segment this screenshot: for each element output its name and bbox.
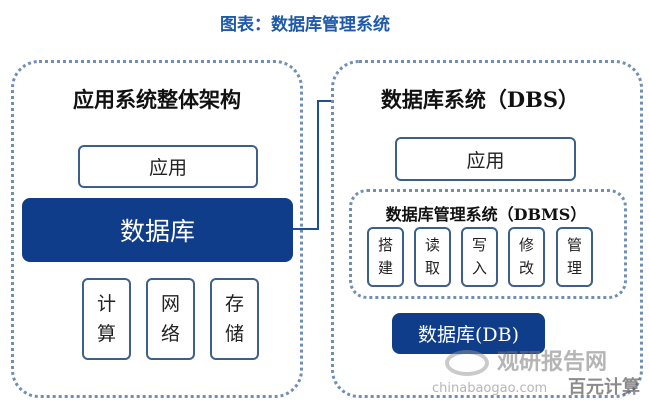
left-app-box: 应用: [78, 145, 258, 188]
dbms-panel: [349, 189, 627, 299]
char: 建: [377, 259, 393, 277]
char: 读: [424, 236, 440, 254]
char: 写: [471, 236, 487, 254]
database-box: 数据库: [22, 198, 293, 262]
db-label: 数据库(DB): [417, 324, 520, 346]
function-modify: 修改: [508, 227, 545, 287]
char: 存: [224, 293, 244, 315]
watermark-extra: 百元计算: [568, 377, 640, 398]
left-app-label: 应用: [148, 157, 187, 179]
char: 改: [518, 259, 534, 277]
db-box: 数据库(DB): [392, 313, 545, 354]
char: 修: [518, 236, 534, 254]
database-label: 数据库: [119, 217, 195, 246]
char: 储: [224, 323, 244, 345]
function-build: 搭建: [367, 227, 404, 287]
component-storage: 存储: [210, 278, 259, 360]
char: 管: [566, 236, 582, 254]
char: 计: [96, 293, 116, 315]
right-app-label: 应用: [466, 149, 505, 172]
function-manage: 管理: [556, 227, 593, 287]
char: 算: [96, 323, 116, 345]
char: 络: [160, 323, 180, 345]
right-app-box: 应用: [395, 137, 576, 181]
component-network: 网络: [146, 278, 195, 360]
function-write: 写入: [461, 227, 498, 287]
function-read: 读取: [414, 227, 451, 287]
connector-line: [317, 100, 319, 230]
char: 取: [424, 259, 440, 277]
dbms-heading: 数据库管理系统（DBMS）: [385, 205, 587, 224]
watermark-cn: 观研报告网: [497, 350, 608, 375]
component-compute: 计算: [82, 278, 131, 360]
connector-line: [317, 100, 333, 102]
char: 搭: [377, 236, 393, 254]
application-architecture-heading: 应用系统整体架构: [73, 87, 241, 112]
char: 入: [471, 259, 487, 277]
dbs-panel: [331, 60, 643, 398]
watermark-logo-icon: [445, 350, 489, 376]
figure-title: 图表：数据库管理系统: [220, 15, 390, 35]
dbs-heading: 数据库系统（DBS）: [380, 87, 580, 112]
char: 理: [566, 259, 582, 277]
watermark-en: chinabaogao.com: [432, 381, 548, 396]
char: 网: [160, 293, 180, 315]
connector-line: [293, 228, 318, 230]
